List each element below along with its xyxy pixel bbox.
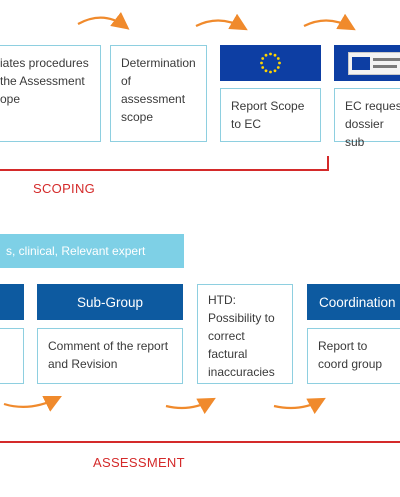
assessment-bracket-line	[0, 441, 400, 443]
commission-card	[348, 52, 400, 75]
arrow-2	[195, 13, 248, 31]
eu-flag-icon	[220, 45, 321, 81]
commission-flag-mini	[352, 57, 370, 70]
assessment-box-htd: HTD: Possibility to correct factural ina…	[197, 284, 293, 384]
scoping-box-initiates: iates procedures the Assessment ope	[0, 45, 101, 142]
expert-bar: s, clinical, Relevant expert	[0, 234, 184, 268]
arrow-1	[77, 11, 130, 30]
subgroup-header: Sub-Group	[37, 284, 183, 320]
scoping-box-report-scope: Report Scope to EC	[220, 88, 321, 142]
scoping-box-determination: Determination of assessment scope	[110, 45, 207, 142]
arrow-4	[3, 396, 62, 412]
arrow-6	[273, 397, 326, 415]
eu-stars-icon	[260, 52, 281, 74]
left-partial-box	[0, 328, 24, 384]
european-commission-logo-icon	[334, 45, 400, 81]
assessment-label: ASSESSMENT	[93, 455, 185, 470]
commission-text-line-2	[373, 65, 397, 68]
scoping-label: SCOPING	[33, 181, 96, 196]
assessment-box-comment: Comment of the report and Revision	[37, 328, 183, 384]
scoping-bracket-line	[0, 169, 329, 171]
assessment-box-coordination: Report to coord group	[307, 328, 400, 384]
scoping-box-ec-request: EC reques dossier sub	[334, 88, 400, 149]
arrow-5	[165, 397, 216, 415]
commission-text-lines	[373, 58, 400, 61]
arrow-3	[303, 13, 356, 31]
left-partial-header	[0, 284, 24, 320]
scoping-bracket-vertical	[327, 156, 329, 171]
coordination-header: Coordination	[307, 284, 400, 320]
